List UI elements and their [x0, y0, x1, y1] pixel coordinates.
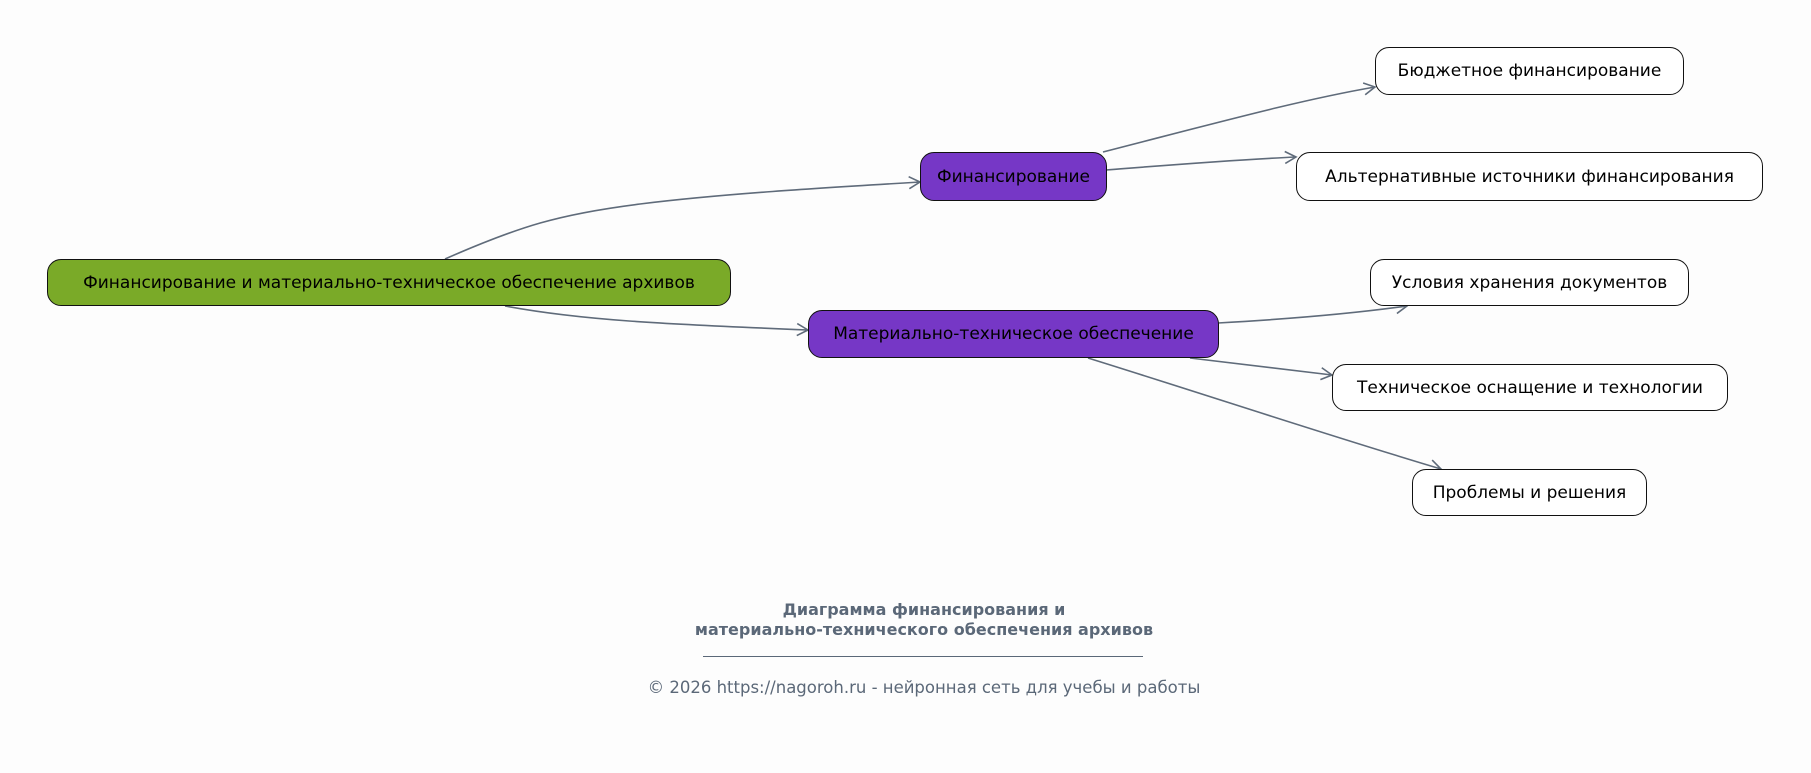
diagram-title-line1: Диаграмма финансирования и [782, 600, 1066, 619]
leaf-node-label: Проблемы и решения [1432, 482, 1627, 503]
leaf-node-label: Бюджетное финансирование [1397, 61, 1662, 81]
diagram-title: Диаграмма финансирования и материально-т… [0, 600, 1811, 640]
edge-financing-to-alternative [1105, 150, 1298, 171]
leaf-node-alternative[interactable]: Альтернативные источники финансирования [1296, 152, 1763, 201]
leaf-node-problems[interactable]: Проблемы и решения [1412, 469, 1647, 516]
branch-node-financing[interactable]: Финансирование [920, 152, 1107, 201]
leaf-node-tech[interactable]: Техническое оснащение и технологии [1332, 364, 1728, 411]
edge-logistics-to-tech [1189, 357, 1334, 381]
leaf-node-storage[interactable]: Условия хранения документов [1370, 259, 1689, 306]
leaf-node-budget[interactable]: Бюджетное финансирование [1375, 47, 1684, 95]
root-node-label: Финансирование и материально-техническое… [83, 272, 695, 293]
edge-logistics-to-storage [1217, 300, 1409, 324]
diagram-title-line2: материально-технического обеспечения арх… [694, 620, 1154, 639]
branch-node-label: Финансирование [937, 166, 1090, 187]
leaf-node-label: Условия хранения документов [1391, 272, 1668, 293]
edge-financing-to-budget [1102, 82, 1377, 153]
branch-node-label: Материально-техническое обеспечение [833, 324, 1194, 344]
root-node[interactable]: Финансирование и материально-техническое… [47, 259, 731, 306]
caption-divider [703, 656, 1143, 657]
edge-root-to-financing [444, 175, 922, 260]
footer-copyright: © 2026 https://nagoroh.ru - нейронная се… [647, 678, 1201, 697]
branch-node-logistics[interactable]: Материально-техническое обеспечение [808, 310, 1219, 358]
edge-logistics-to-problems [1087, 357, 1443, 473]
edge-root-to-logistics [504, 305, 810, 337]
leaf-node-label: Техническое оснащение и технологии [1357, 377, 1703, 398]
leaf-node-label: Альтернативные источники финансирования [1325, 166, 1734, 187]
